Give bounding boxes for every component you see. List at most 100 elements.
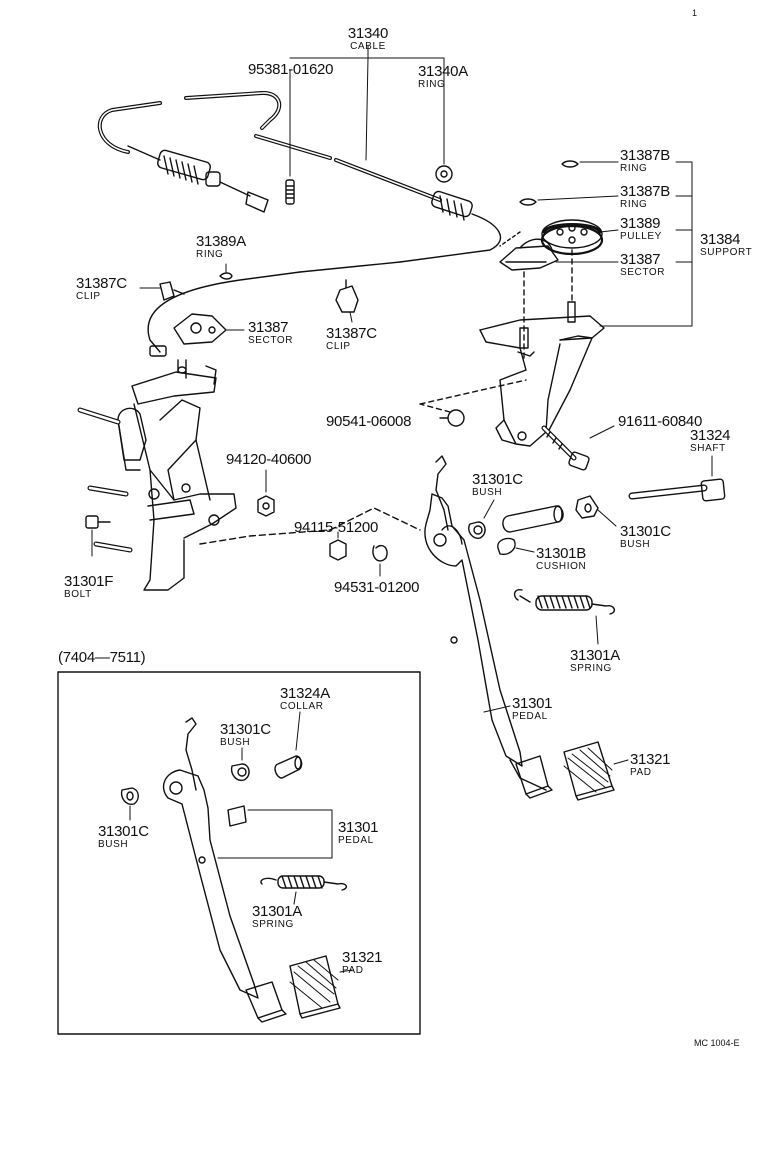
callout-cable: 31340 CABLE (336, 26, 400, 52)
left-bracket-drawing (77, 263, 421, 591)
inset-drawing (120, 711, 353, 1023)
part-name: CABLE (350, 41, 386, 52)
callout-screw: 95381-01620 (248, 62, 333, 77)
callout-collar-inset: 31324A COLLAR (280, 686, 330, 712)
callout-bush-inset-1: 31301C BUSH (220, 722, 271, 748)
support-group-drawing (479, 160, 693, 447)
callout-ring-31340a: 31340A RING (418, 64, 468, 90)
part-name: RING (620, 199, 648, 210)
part-name: CUSHION (536, 561, 587, 572)
part-name: PEDAL (512, 711, 548, 722)
part-number: 31301 (338, 819, 379, 836)
screw-drawing (285, 69, 295, 205)
part-name: BUSH (220, 737, 251, 748)
part-name: SUPPORT (700, 247, 753, 258)
part-name: SPRING (570, 663, 612, 674)
part-number: 31387 (248, 319, 289, 336)
part-name: SECTOR (248, 335, 294, 346)
part-number: 31384 (700, 231, 741, 248)
callout-ring-31387b-2: 31387B RING (620, 184, 670, 210)
part-number: 31387B (620, 147, 670, 164)
part-number: 94115-51200 (294, 519, 379, 536)
figure-code: MC 1004-E (694, 1034, 740, 1050)
cable-drawing (97, 91, 521, 357)
part-number: 31301A (252, 903, 302, 920)
callout-sector-right: 31387 SECTOR (620, 252, 665, 278)
part-name: CLIP (326, 341, 351, 352)
corner-mark: 1 (692, 4, 697, 20)
callout-bolt-31301f: 31301F BOLT (64, 574, 113, 600)
part-name: BUSH (98, 839, 129, 850)
part-number: 31301A (570, 647, 620, 664)
part-number: 31389A (196, 233, 246, 250)
part-name: CLIP (76, 291, 101, 302)
part-number: 31301C (472, 471, 523, 488)
callout-spring-inset: 31301A SPRING (252, 904, 302, 930)
bolt-91611-drawing (541, 425, 615, 471)
part-name: SPRING (252, 919, 294, 930)
part-number: 94120-40600 (226, 451, 312, 468)
part-number: 31387 (620, 251, 661, 268)
inset-title-text: (7404—7511) (58, 649, 146, 666)
part-number: 31324 (690, 427, 731, 444)
part-name: BUSH (472, 487, 503, 498)
callout-nut-94120: 94120-40600 (226, 452, 311, 467)
callout-pad: 31321 PAD (630, 751, 671, 778)
part-number: 31321 (342, 949, 383, 966)
part-number: 31324A (280, 685, 330, 702)
part-number: 95381-01620 (248, 61, 334, 78)
part-number: 31321 (630, 751, 671, 768)
part-name: PEDAL (338, 835, 374, 846)
callout-ring-31389a: 31389A RING (196, 234, 246, 260)
callout-bush-right: 31301C BUSH (620, 524, 671, 550)
callout-clip-middle: 31387C CLIP (326, 326, 377, 352)
part-name: COLLAR (280, 701, 324, 712)
inset-title: (7404—7511) (58, 649, 146, 666)
part-number: 31301 (512, 695, 553, 712)
callout-shaft: 31324 SHAFT (690, 427, 731, 454)
part-name: RING (196, 249, 224, 260)
part-name: BOLT (64, 589, 92, 600)
main-pedal-drawing (424, 455, 629, 801)
figure-code-text: MC 1004-E (694, 1038, 740, 1048)
part-number: 31301C (220, 721, 271, 738)
pin-drawing (419, 379, 527, 427)
callout-washer: 94531-01200 (334, 580, 419, 595)
part-number: 31387C (76, 275, 127, 292)
part-number: 31387B (620, 183, 670, 200)
part-number: 31301C (98, 823, 149, 840)
part-name: PAD (630, 767, 652, 778)
part-number: 31340 (347, 25, 389, 42)
shaft-drawing (628, 455, 726, 502)
part-name: RING (418, 79, 446, 90)
part-name: RING (620, 163, 648, 174)
inset-frame (57, 671, 421, 1035)
part-name: BUSH (620, 539, 651, 550)
callout-spring: 31301A SPRING (570, 648, 620, 674)
part-number: 31301C (620, 523, 671, 540)
callout-pad-inset: 31321 PAD (342, 949, 383, 976)
part-number: 91611-60840 (618, 413, 703, 430)
part-number: 31389 (620, 215, 661, 232)
part-name: SHAFT (690, 443, 726, 454)
part-number: 90541-06008 (326, 413, 412, 430)
part-name: PULLEY (620, 231, 662, 242)
ring-31340a-drawing (435, 57, 453, 183)
callout-cushion: 31301B CUSHION (536, 546, 586, 572)
part-name: PAD (342, 965, 364, 976)
callout-pulley: 31389 PULLEY (620, 216, 662, 242)
callout-pin: 90541-06008 (326, 414, 411, 429)
part-number: 31301F (64, 573, 114, 590)
corner-mark-text: 1 (692, 8, 698, 18)
part-number: 31301B (536, 545, 586, 562)
callout-bush-top: 31301C BUSH (472, 472, 523, 498)
callout-ring-31387b-1: 31387B RING (620, 148, 670, 174)
callout-clip-left: 31387C CLIP (76, 276, 127, 302)
part-number: 31340A (418, 63, 468, 80)
callout-pedal-inset: 31301 PEDAL (338, 819, 379, 846)
callout-support: 31384 SUPPORT (700, 232, 752, 258)
callout-bolt-91611: 91611-60840 (618, 414, 702, 429)
callout-bush-inset-2: 31301C BUSH (98, 824, 149, 850)
callout-pedal: 31301 PEDAL (512, 695, 553, 722)
